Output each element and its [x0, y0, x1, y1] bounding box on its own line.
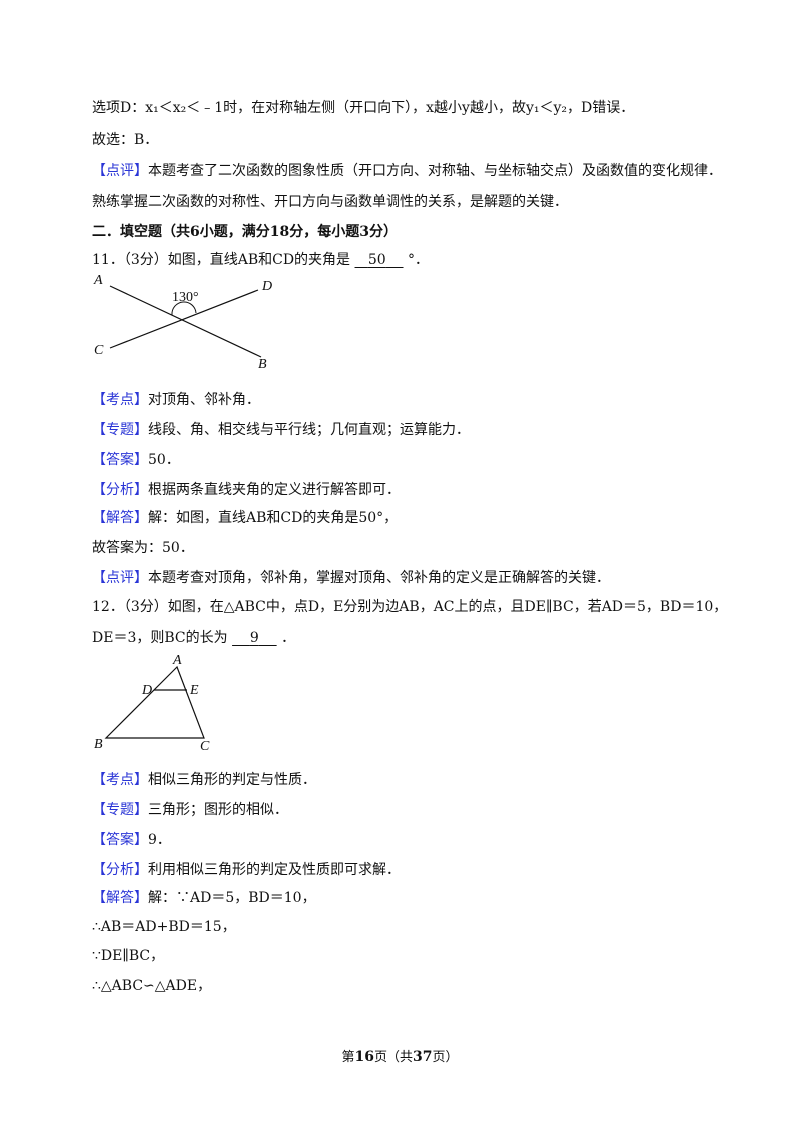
choice-line: 故选：B．	[92, 132, 159, 148]
review-text: 本题考查了二次函数的图象性质（开口方向、对称轴、与坐标轴交点）及函数值的变化规律…	[148, 163, 722, 179]
point-b-label: B	[258, 357, 267, 372]
q11-stem-pre: 11．（3分）如图，直线AB和CD的夹角是	[92, 252, 351, 268]
point-d-label: D	[141, 683, 152, 698]
q12-jieda: 【解答】解：∵AD＝5，BD＝10，	[92, 888, 316, 908]
q12-stem-1: 12．（3分）如图，在△ABC中，点D，E分别为边AB，AC上的点，且DE∥BC…	[92, 599, 728, 615]
review-tag: 【点评】	[92, 163, 148, 179]
review-line-2: 熟练掌握二次函数的对称性、开口方向与函数单调性的关系，是解题的关键．	[92, 194, 568, 210]
q12-fenxi-tag: 【分析】	[92, 862, 148, 878]
angle-arc	[171, 301, 197, 316]
q12-zhuanti-text: 三角形；图形的相似．	[148, 802, 288, 818]
q11-fenxi-text: 根据两条直线夹角的定义进行解答即可．	[148, 482, 400, 498]
footer-pre: 第	[341, 1050, 355, 1065]
q11-stem-post: °．	[407, 252, 429, 268]
q11-dianping-tag: 【点评】	[92, 570, 148, 586]
q12-daan: 【答案】9．	[92, 830, 171, 850]
q11-result: 故答案为：50．	[92, 540, 194, 556]
footer-mid: 页（共	[373, 1050, 413, 1065]
q11-jieda-text: 解：如图，直线AB和CD的夹角是50°，	[148, 510, 398, 526]
q11-stem: 11．（3分）如图，直线AB和CD的夹角是 50 °．	[92, 250, 429, 270]
q11-zhuanti-text: 线段、角、相交线与平行线；几何直观；运算能力．	[148, 422, 470, 438]
q12-answer-value: 9	[249, 630, 259, 646]
q11-dianping-text: 本题考查对顶角，邻补角，掌握对顶角、邻补角的定义是正确解答的关键．	[148, 570, 610, 586]
q11-zhuanti: 【专题】线段、角、相交线与平行线；几何直观；运算能力．	[92, 420, 470, 440]
triangle-abc	[104, 665, 205, 739]
point-b-label: B	[94, 737, 103, 752]
point-c-label: C	[200, 739, 210, 754]
q12-kaodian-text: 相似三角形的判定与性质．	[148, 772, 316, 788]
q11-daan-text: 50．	[148, 452, 180, 468]
page-footer: 第16页（共37页）	[0, 1046, 800, 1065]
q12-stem-2: DE＝3，则BC的长为 9 ．	[92, 628, 295, 648]
review-line: 【点评】本题考查了二次函数的图象性质（开口方向、对称轴、与坐标轴交点）及函数值的…	[92, 161, 722, 181]
section-title: 二．填空题（共6小题，满分18分，每小题3分）	[92, 224, 397, 240]
q12-stem-2-pre: DE＝3，则BC的长为	[92, 630, 228, 646]
q11-fenxi-tag: 【分析】	[92, 482, 148, 498]
q11-figure: 130° A D C B	[93, 273, 272, 372]
q12-step-2: ∵DE∥BC，	[92, 948, 165, 964]
q12-zhuanti-tag: 【专题】	[92, 802, 148, 818]
point-c-label: C	[94, 343, 104, 358]
point-d-label: D	[261, 279, 272, 294]
q12-jieda-tag: 【解答】	[92, 890, 148, 906]
footer-total-pages: 37	[413, 1049, 433, 1065]
q12-daan-tag: 【答案】	[92, 832, 148, 848]
point-a-label: A	[172, 653, 182, 668]
q12-answer-blank: 9	[232, 630, 277, 646]
q11-answer-value: 50	[367, 252, 386, 268]
option-d-line: 选项D：x₁＜x₂＜﹣1时，在对称轴左侧（开口向下），x越小y越小，故y₁＜y₂…	[92, 100, 635, 116]
q11-zhuanti-tag: 【专题】	[92, 422, 148, 438]
q11-answer-blank: 50	[355, 252, 404, 268]
line-ab	[109, 285, 262, 358]
q12-fenxi: 【分析】利用相似三角形的判定及性质即可求解．	[92, 860, 400, 880]
q12-figure: A D E B C	[94, 653, 210, 754]
q12-stem-2-post: ．	[281, 630, 296, 646]
q12-kaodian: 【考点】相似三角形的判定与性质．	[92, 770, 316, 790]
q11-daan: 【答案】50．	[92, 450, 180, 470]
q12-daan-text: 9．	[148, 832, 171, 848]
q11-jieda-tag: 【解答】	[92, 510, 148, 526]
q11-jieda: 【解答】解：如图，直线AB和CD的夹角是50°，	[92, 508, 397, 528]
q12-zhuanti: 【专题】三角形；图形的相似．	[92, 800, 288, 820]
point-e-label: E	[189, 683, 199, 698]
q11-fenxi: 【分析】根据两条直线夹角的定义进行解答即可．	[92, 480, 400, 500]
q11-kaodian-tag: 【考点】	[92, 392, 148, 408]
q11-dianping: 【点评】本题考查对顶角，邻补角，掌握对顶角、邻补角的定义是正确解答的关键．	[92, 568, 610, 588]
q11-kaodian-text: 对顶角、邻补角．	[148, 392, 260, 408]
footer-post: 页）	[432, 1050, 459, 1065]
footer-page-number: 16	[354, 1049, 374, 1065]
line-cd	[109, 289, 259, 349]
q12-step-1: ∴AB＝AD+BD＝15，	[92, 919, 236, 935]
q11-daan-tag: 【答案】	[92, 452, 148, 468]
point-a-label: A	[93, 273, 103, 288]
angle-label: 130°	[172, 290, 199, 305]
q12-kaodian-tag: 【考点】	[92, 772, 148, 788]
q12-fenxi-text: 利用相似三角形的判定及性质即可求解．	[148, 862, 400, 878]
q12-jieda-text: 解：∵AD＝5，BD＝10，	[148, 890, 316, 906]
q11-kaodian: 【考点】对顶角、邻补角．	[92, 390, 260, 410]
q12-step-3: ∴△ABC∽△ADE，	[92, 978, 212, 994]
